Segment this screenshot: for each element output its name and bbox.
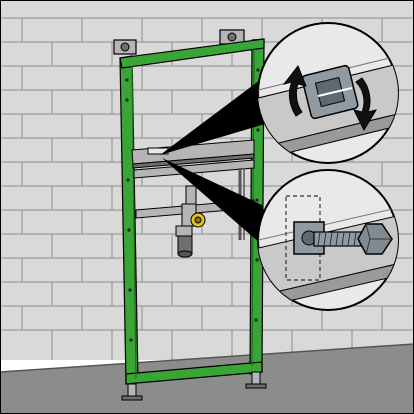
top-bracket-right <box>219 29 245 45</box>
callout-wedge-bottom <box>162 158 268 250</box>
detail-circle-bottom <box>257 169 399 311</box>
curved-arrow-down-icon <box>353 77 378 132</box>
water-valve-assembly <box>175 185 206 258</box>
upper-cross-rail <box>131 139 255 169</box>
floor-edge <box>0 343 414 373</box>
callout-wedge-top <box>160 74 272 155</box>
top-bracket-left <box>113 39 137 55</box>
frame-feet <box>121 371 267 401</box>
curved-arrow-up-icon <box>282 65 307 117</box>
floor <box>0 344 414 414</box>
frame-holes <box>125 68 260 342</box>
clip-position-outline <box>285 195 321 281</box>
detail-circle-top <box>257 22 399 164</box>
